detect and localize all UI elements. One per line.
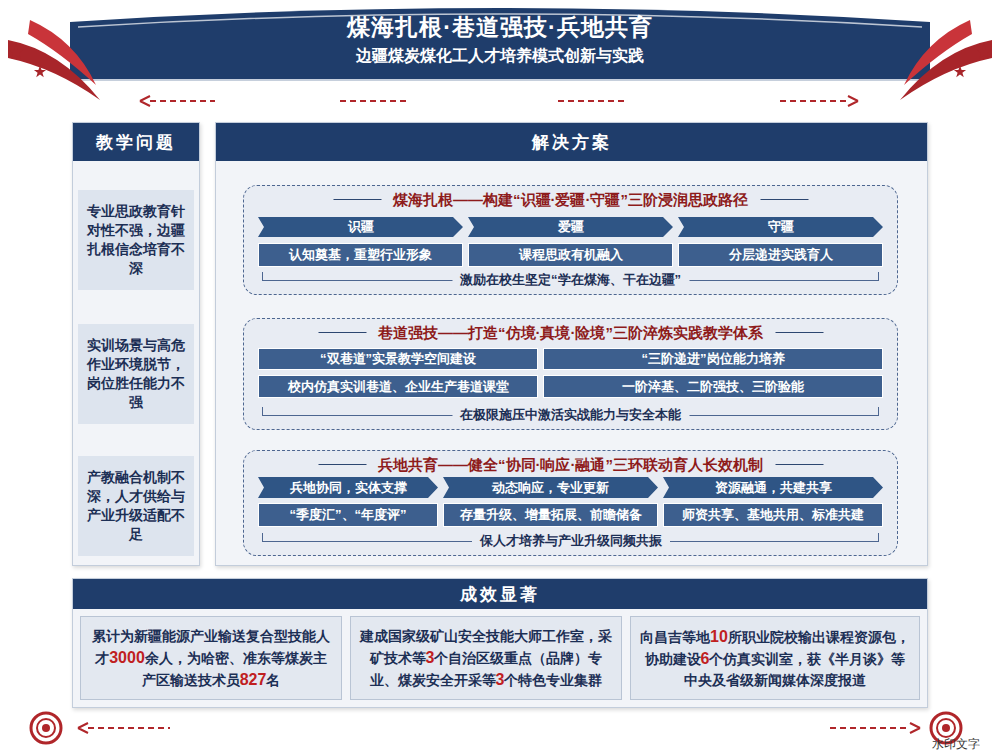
box-text: 爱疆 xyxy=(558,219,584,235)
section-goal: 保人才培养与产业升级同频共振 xyxy=(472,532,670,549)
box-text: 存量升级、增量拓展、前瞻储备 xyxy=(460,507,642,523)
ring-dot xyxy=(42,724,50,732)
measure-box: “季度汇”、“年度评” xyxy=(258,503,438,527)
arrow-band xyxy=(678,217,883,237)
problem-box: 产教融合机制不深，人才供给与产业升级适配不足 xyxy=(78,456,194,556)
box-text: 动态响应，专业更新 xyxy=(492,480,609,496)
panel-heading: 教学问题 xyxy=(73,123,199,161)
stage-arrow: 守疆 xyxy=(678,217,883,237)
box-text: 识疆 xyxy=(348,219,374,235)
box-text: “季度汇”、“年度评” xyxy=(290,507,407,523)
box-text: 建成国家级矿山安全技能大师工作室，采矿技术等3个自治区级重点（品牌）专业、煤炭安… xyxy=(359,626,613,691)
solution-section: 巷道强技——打造“仿境·真境·险境”三阶淬炼实践教学体系在极限施压中激活实战能力… xyxy=(243,318,898,430)
ring-ornament xyxy=(31,713,961,743)
dashed-line xyxy=(830,727,910,729)
box-text: 校内仿真实训巷道、企业生产巷道课堂 xyxy=(288,379,509,395)
box-text: 累计为新疆能源产业输送复合型技能人才3000余人，为哈密、准东等煤炭主产区输送技… xyxy=(89,626,333,691)
dashed-line xyxy=(88,727,170,729)
measure-box: 师资共享、基地共用、标准共建 xyxy=(663,503,883,527)
problem-box: 实训场景与高危作业环境脱节，岗位胜任能力不强 xyxy=(78,324,194,424)
dashed-arrows xyxy=(78,96,920,733)
box-text: 师资共享、基地共用、标准共建 xyxy=(682,507,864,523)
section-goal: 激励在校生坚定“学在煤海、干在边疆” xyxy=(452,271,689,288)
arrow-head xyxy=(910,723,920,733)
measure-box: 认知奠基，重塑行业形象 xyxy=(258,243,463,267)
measure-box: 存量升级、增量拓展、前瞻储备 xyxy=(443,503,658,527)
dashed-line xyxy=(340,100,410,102)
result-box: 向昌吉等地10所职业院校输出课程资源包，协助建设6个仿真实训室，获《半月谈》等中… xyxy=(630,616,920,700)
measure-box: 课程思政有机融入 xyxy=(468,243,673,267)
result-box: 累计为新疆能源产业输送复合型技能人才3000余人，为哈密、准东等煤炭主产区输送技… xyxy=(80,616,342,700)
result-box: 建成国家级矿山安全技能大师工作室，采矿技术等3个自治区级重点（品牌）专业、煤炭安… xyxy=(350,616,622,700)
wing-swoosh xyxy=(904,20,972,85)
arrow-band xyxy=(468,217,673,237)
section-heading: 兵地共育——健全“协同·响应·融通”三环联动育人长效机制 xyxy=(378,455,763,474)
box-text: 一阶淬基、二阶强技、三阶验能 xyxy=(622,379,804,395)
stage-arrow: 兵地协同，实体支撑 xyxy=(258,477,438,498)
ring xyxy=(37,719,55,737)
star-icon xyxy=(34,66,46,78)
measure-box: “双巷道”实景教学空间建设 xyxy=(258,348,538,370)
stage-arrow: 爱疆 xyxy=(468,217,673,237)
star-icon xyxy=(976,44,991,59)
panel-heading: 成效显著 xyxy=(73,579,927,609)
arrow-band xyxy=(258,217,463,237)
box-text: 产教融合机制不深，人才供给与产业升级适配不足 xyxy=(81,468,191,544)
measure-box: “三阶递进”岗位能力培养 xyxy=(543,348,883,370)
wing-swoosh xyxy=(28,20,96,85)
box-text: 认知奠基，重塑行业形象 xyxy=(289,247,432,263)
solution-section: 煤海扎根——构建“识疆·爱疆·守疆”三阶浸润思政路径激励在校生坚定“学在煤海、干… xyxy=(243,185,898,295)
measure-box: 一阶淬基、二阶强技、三阶验能 xyxy=(543,375,883,398)
star-icon xyxy=(954,66,966,78)
box-text: 资源融通，共建共享 xyxy=(715,480,832,496)
dashed-line xyxy=(780,100,848,102)
ring xyxy=(937,719,955,737)
section-heading: 巷道强技——打造“仿境·真境·险境”三阶淬炼实践教学体系 xyxy=(378,323,763,342)
box-text: 实训场景与高危作业环境脱节，岗位胜任能力不强 xyxy=(81,336,191,412)
banner-edge xyxy=(70,79,930,81)
stage-arrow: 识疆 xyxy=(258,217,463,237)
problem-box: 专业思政教育针对性不强，边疆扎根信念培育不深 xyxy=(78,190,194,290)
ring-dot xyxy=(942,724,950,732)
panel-heading: 解决方案 xyxy=(216,123,927,161)
main-title: 煤海扎根·巷道强技·兵地共育 xyxy=(100,12,900,43)
solution-panel: 解决方案煤海扎根——构建“识疆·爱疆·守疆”三阶浸润思政路径激励在校生坚定“学在… xyxy=(215,122,928,566)
box-text: 守疆 xyxy=(768,219,794,235)
watermark: 水印文字 xyxy=(928,736,984,753)
arrow-band xyxy=(258,477,438,498)
arrow-head xyxy=(140,96,150,106)
section-goal: 在极限施压中激活实战能力与安全本能 xyxy=(452,406,689,423)
dashed-line xyxy=(558,100,628,102)
box-text: 分层递进实践育人 xyxy=(729,247,833,263)
box-text: “三阶递进”岗位能力培养 xyxy=(642,351,785,367)
box-text: 课程思政有机融入 xyxy=(519,247,623,263)
arrow-band xyxy=(443,477,658,498)
dashed-line xyxy=(150,100,215,102)
section-heading: 煤海扎根——构建“识疆·爱疆·守疆”三阶浸润思政路径 xyxy=(393,190,748,209)
box-text: 向昌吉等地10所职业院校输出课程资源包，协助建设6个仿真实训室，获《半月谈》等中… xyxy=(639,626,911,691)
box-text: “双巷道”实景教学空间建设 xyxy=(320,351,476,367)
arrow-band xyxy=(663,477,883,498)
arrow-head xyxy=(848,96,858,106)
stage-arrow: 动态响应，专业更新 xyxy=(443,477,658,498)
solution-section: 兵地共育——健全“协同·响应·融通”三环联动育人长效机制保人才培养与产业升级同频… xyxy=(243,450,898,556)
ring xyxy=(31,713,61,743)
title-banner xyxy=(70,8,930,80)
subtitle: 边疆煤炭煤化工人才培养模式创新与实践 xyxy=(100,46,900,67)
box-text: 专业思政教育针对性不强，边疆扎根信念培育不深 xyxy=(81,202,191,278)
star-icon xyxy=(8,44,23,59)
measure-box: 分层递进实践育人 xyxy=(678,243,883,267)
result-panel: 成效显著累计为新疆能源产业输送复合型技能人才3000余人，为哈密、准东等煤炭主产… xyxy=(72,578,928,708)
stage-arrow: 资源融通，共建共享 xyxy=(663,477,883,498)
box-text: 兵地协同，实体支撑 xyxy=(290,480,407,496)
arrow-head xyxy=(78,723,88,733)
problem-panel: 教学问题专业思政教育针对性不强，边疆扎根信念培育不深实训场景与高危作业环境脱节，… xyxy=(72,122,200,566)
measure-box: 校内仿真实训巷道、企业生产巷道课堂 xyxy=(258,375,538,398)
